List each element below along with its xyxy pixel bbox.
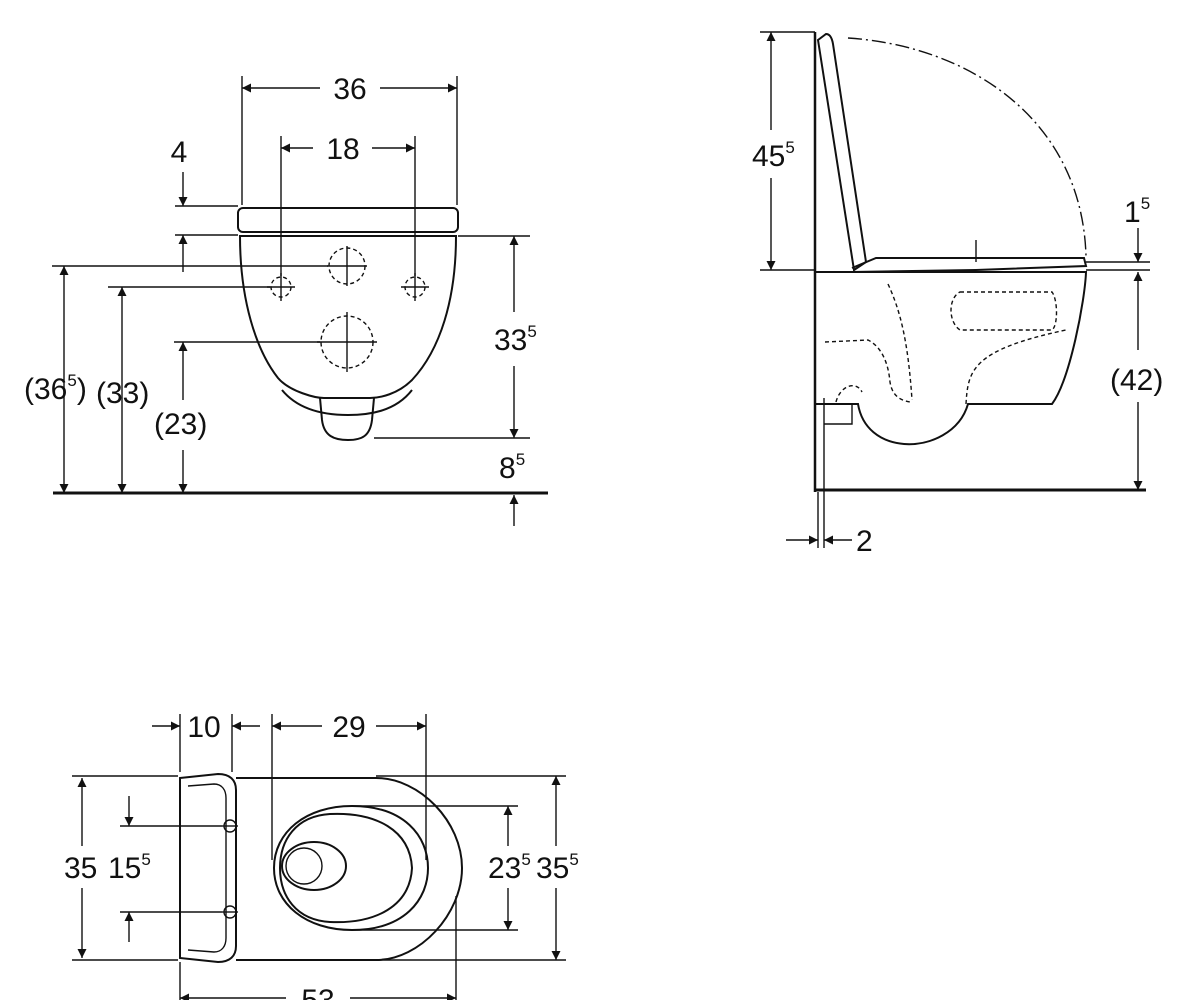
top-inner-well: [278, 812, 414, 924]
svg-text:2: 2: [856, 525, 873, 558]
side-body: [815, 271, 1088, 446]
svg-text:(42): (42): [1110, 364, 1163, 397]
svg-text:10: 10: [187, 711, 220, 744]
dim-label-15: 1: [1124, 196, 1141, 229]
svg-text:335: 335: [494, 322, 537, 357]
side-lid-swing: [847, 37, 1087, 257]
svg-text:4: 4: [171, 136, 188, 169]
dim-label-455: 45: [752, 140, 785, 173]
dim-label-2: 2: [856, 525, 873, 558]
dim-label-42: (42): [1110, 364, 1163, 397]
svg-text:235: 235: [488, 850, 531, 885]
svg-text:455: 455: [752, 138, 795, 173]
dim-label-36: 36: [333, 73, 366, 106]
dim-label-85: 8: [499, 452, 516, 485]
svg-text:(33): (33): [96, 377, 149, 410]
front-view: 36 18 4 (365) (33) (23) 335 85: [24, 73, 548, 526]
svg-text:(365): (365): [24, 371, 87, 406]
dim-label-335-sup: 5: [527, 322, 536, 341]
svg-text:35: 35: [64, 852, 97, 885]
front-bowl-outline: [238, 235, 458, 399]
side-internal-drain: [824, 339, 911, 403]
dim-label-365: (36: [24, 373, 67, 406]
svg-text:15: 15: [1124, 194, 1150, 229]
dim-label-155: 15: [108, 852, 141, 885]
svg-text:85: 85: [499, 450, 525, 485]
dim-label-35: 35: [64, 852, 97, 885]
svg-text:355: 355: [536, 850, 579, 885]
dim-label-23: (23): [154, 408, 207, 441]
dim-label-53: 53: [301, 984, 334, 1000]
dim-label-365-close: ): [77, 373, 87, 406]
dim-label-365-sup: 5: [67, 371, 76, 390]
dim-label-18: 18: [326, 133, 359, 166]
side-seat: [851, 257, 1088, 273]
top-bowl-outline: [236, 777, 464, 961]
dim-label-355: 35: [536, 852, 569, 885]
side-view: 455 15 (42) 2: [752, 31, 1163, 558]
dim-label-29: 29: [332, 711, 365, 744]
top-view: 10 29 35 155 235 355 53: [64, 711, 579, 1000]
front-bowl-lip: [281, 389, 413, 417]
side-outlet-pipe: [824, 403, 853, 425]
svg-text:36: 36: [333, 73, 366, 106]
front-seat: [237, 207, 459, 233]
side-internal-rim: [950, 291, 1058, 331]
dim-label-335: 33: [494, 324, 527, 357]
side-lid: [816, 32, 868, 272]
svg-text:(23): (23): [154, 408, 207, 441]
svg-text:18: 18: [326, 133, 359, 166]
dim-label-235-sup: 5: [521, 850, 530, 869]
svg-text:53: 53: [301, 984, 334, 1000]
side-internal-trap: [887, 283, 1067, 405]
top-inner-rim: [272, 804, 430, 932]
dim-label-155-sup: 5: [141, 850, 150, 869]
svg-text:29: 29: [332, 711, 365, 744]
dim-label-10: 10: [187, 711, 220, 744]
side-internal-outlet: [835, 384, 863, 403]
dim-label-4: 4: [171, 136, 188, 169]
dim-label-235: 23: [488, 852, 521, 885]
dim-label-355-sup: 5: [569, 850, 578, 869]
front-trap: [319, 397, 375, 442]
top-flange: [179, 772, 237, 964]
dim-label-33: (33): [96, 377, 149, 410]
top-drain-inner: [285, 847, 323, 885]
top-drain-opening: [281, 841, 347, 891]
svg-text:155: 155: [108, 850, 151, 885]
dim-label-85-sup: 5: [516, 450, 525, 469]
dim-label-455-sup: 5: [785, 138, 794, 157]
top-flange-inner: [187, 783, 227, 953]
dim-label-15-sup: 5: [1141, 194, 1150, 213]
